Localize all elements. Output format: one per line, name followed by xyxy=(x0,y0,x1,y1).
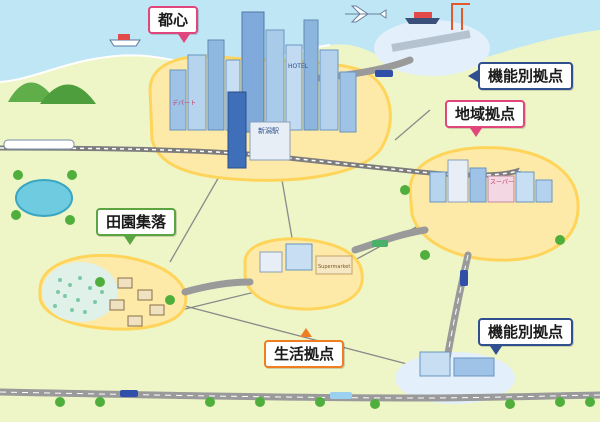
label-kinou-bottom: 機能別拠点 xyxy=(478,318,574,346)
toshin-buildings xyxy=(169,11,357,169)
bullet-train xyxy=(3,139,75,150)
tail-toshin xyxy=(178,34,190,43)
tail-chiiki xyxy=(470,128,482,137)
vehicles xyxy=(120,70,468,399)
label-toshin: 都心 xyxy=(148,6,199,34)
label-seikatsu: 生活拠点 xyxy=(264,340,345,368)
district-chiiki xyxy=(408,146,580,262)
tail-kinou-top xyxy=(468,70,478,82)
hill-right xyxy=(40,84,96,104)
label-kinou-top: 機能別拠点 xyxy=(478,62,574,90)
label-denen-text: 田園集落 xyxy=(106,213,167,231)
airplane xyxy=(345,5,387,23)
label-kinou-top-text: 機能別拠点 xyxy=(488,67,564,85)
hill-left xyxy=(8,82,56,102)
label-chiiki-kyoten-text: 地域拠点 xyxy=(455,105,516,123)
rice-field xyxy=(42,262,118,322)
seikatsu-buildings xyxy=(259,243,353,275)
tail-denen xyxy=(124,236,136,245)
port-cranes xyxy=(451,3,470,30)
airport-runway xyxy=(391,30,471,52)
sign-hotel: HOTEL xyxy=(288,63,309,70)
label-toshin-text: 都心 xyxy=(158,11,189,29)
sign-supermarket: Supermarket xyxy=(318,264,350,270)
ship-right xyxy=(405,12,440,24)
label-chiiki-kyoten: 地域拠点 xyxy=(445,100,526,128)
tail-seikatsu xyxy=(300,328,312,337)
sign-station: 新潟駅 xyxy=(258,126,279,135)
chiiki-buildings xyxy=(429,159,553,203)
ship-left xyxy=(109,34,141,47)
junction-buildings xyxy=(419,351,495,377)
sign-super: スーパー xyxy=(490,179,514,186)
trees xyxy=(11,170,595,409)
label-denen: 田園集落 xyxy=(96,208,177,236)
denen-houses xyxy=(109,277,165,327)
rice-plants xyxy=(53,276,104,314)
tail-kinou-bottom xyxy=(490,346,502,355)
sign-depart: デパート xyxy=(172,99,196,107)
label-seikatsu-text: 生活拠点 xyxy=(274,345,335,363)
label-kinou-bottom-text: 機能別拠点 xyxy=(488,323,564,341)
pond xyxy=(15,179,73,217)
